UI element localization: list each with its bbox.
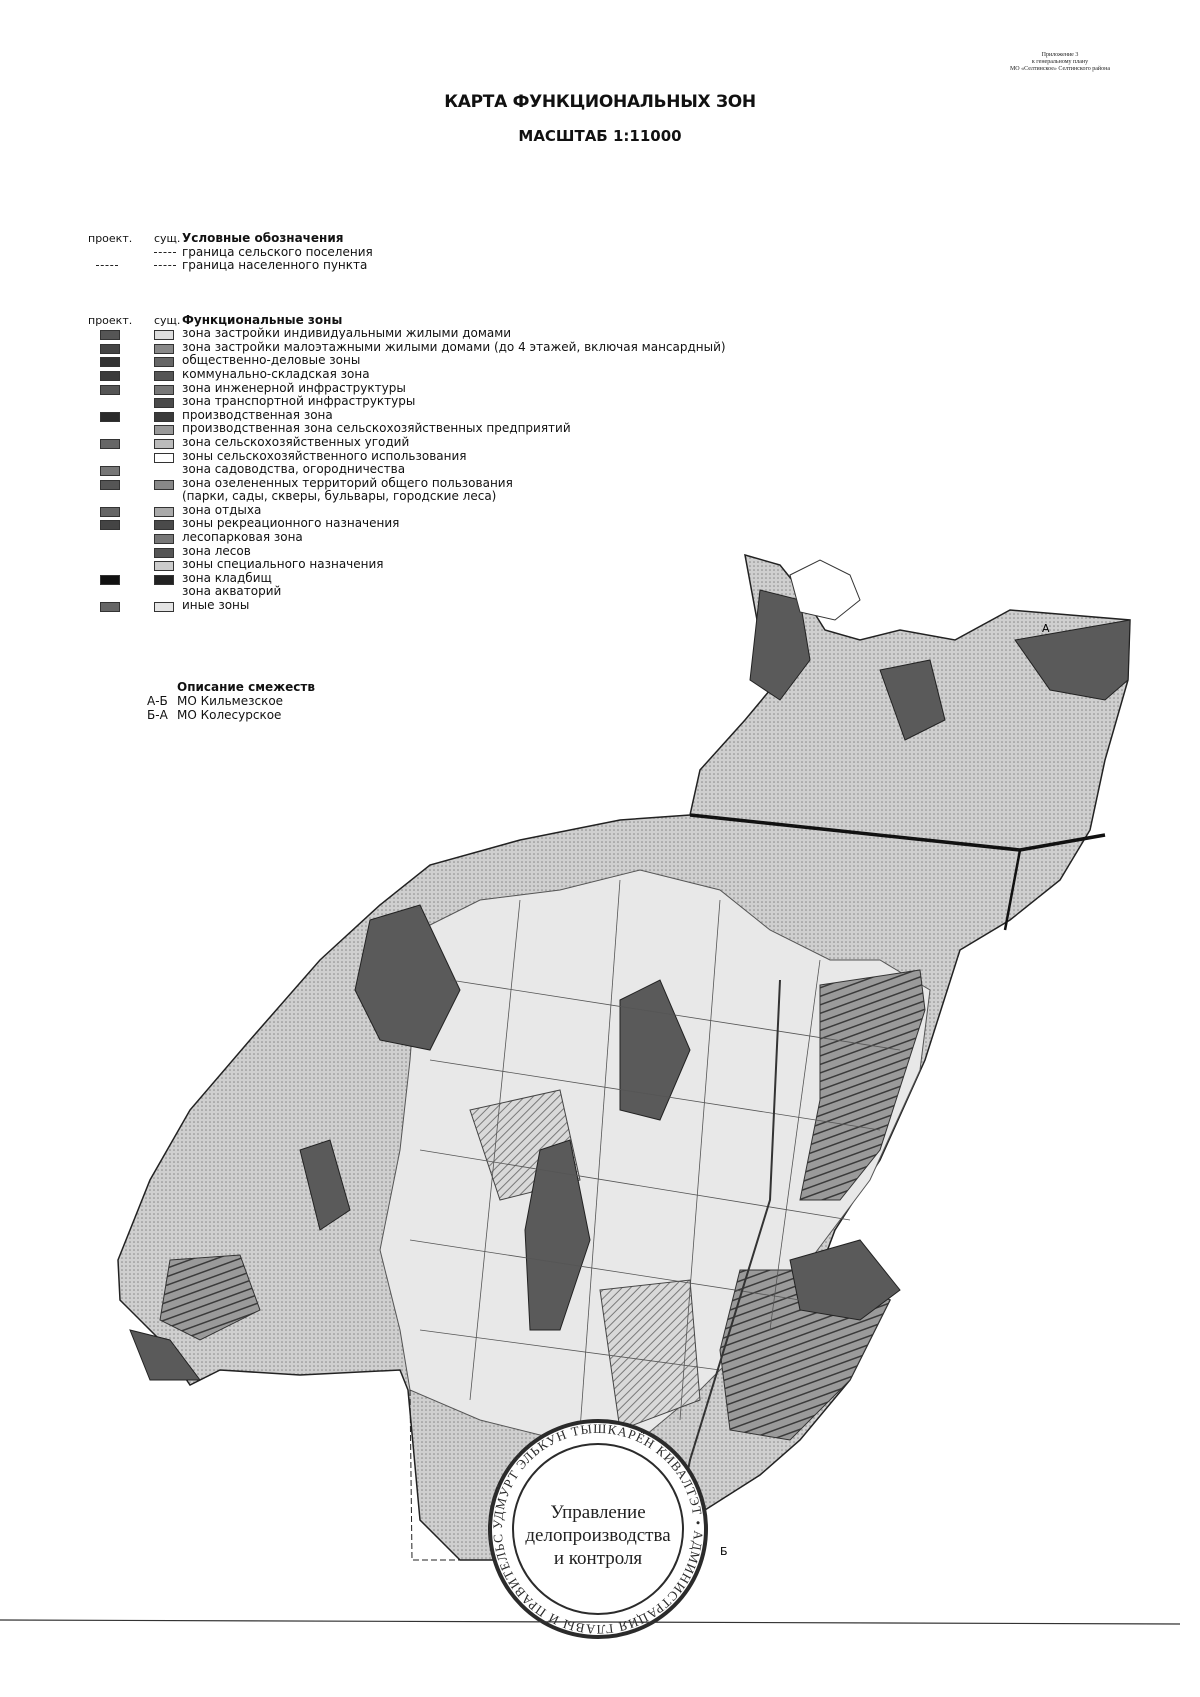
map-title: КАРТА ФУНКЦИОНАЛЬНЫХ ЗОН [444,92,756,112]
swatch-icon [154,561,174,572]
legend-item-label: зона кладбищ [182,570,272,585]
legend-boundaries-title: Условные обозначения [182,231,344,245]
seal-center-line: и контроля [554,1548,643,1569]
legend-item-label: граница населенного пункта [182,258,368,273]
legend-item-label: общественно-деловые зоны [182,353,361,368]
forest-zone [129,1329,201,1381]
swatch-icon [154,343,174,354]
forest-zone [354,904,461,1051]
hatch-swatch-icon [100,520,120,531]
swatch-icon [154,534,174,545]
residential-striped-zone [799,969,926,1201]
legend-col-existing: сущ. [154,232,181,245]
hatch-swatch-icon [100,438,120,449]
forest-zone [789,1239,901,1321]
swatch-icon [154,398,174,409]
legend-item-label: зоны рекреационного назначения [182,516,400,531]
map-scale: МАСШТАБ 1:11000 [518,127,682,145]
adjacency-row: Б-А МО Колесурское [147,708,315,722]
legend-item-label: зона застройки малоэтажными жилыми домам… [182,339,726,354]
locality-boundary [409,1389,560,1561]
locality-boundary-project-line-icon [96,265,118,267]
legend-item-label: зоны специального назначения [182,557,384,572]
seal-center-line: Управление [550,1502,645,1523]
bottom-rule [0,1619,1181,1625]
legend-item-label: коммунально-складская зона [182,366,370,381]
legend-col-project: проект. [88,232,133,245]
legend-item-label: зона садоводства, огородничества [182,462,406,477]
locality-boundary-line-icon [154,265,176,267]
legend-item-label: (парки, сады, скверы, бульвары, городски… [182,489,497,504]
forest-zone [524,1139,591,1331]
adjacency-code: Б-А [147,708,168,722]
hatch-swatch-icon [100,330,120,341]
hatch-swatch-icon [100,466,120,477]
forest-zone [299,1139,351,1231]
legend-item-label: зона лесов [182,543,251,558]
swatch-icon [154,370,174,381]
residential-striped-zone [159,1254,261,1341]
appendix-line: к генеральному плану [1031,59,1089,65]
swatch-icon [154,330,174,341]
appendix-note: Приложение 3 к генеральному плану МО «Се… [960,52,1160,73]
swatch-icon [154,506,174,517]
swatch-icon [154,384,174,395]
hatch-swatch-icon [100,357,120,368]
adjacency-block: Описание смежеств А-Б МО Кильмезское Б-А М… [147,680,315,722]
secondary-road [1003,849,1022,931]
appendix-line: Приложение 3 [1041,52,1079,58]
legend-item-label: зона транспортной инфраструктуры [182,394,416,409]
legend-item-label: зона отдыха [182,502,262,517]
adjacency-title: Описание смежеств [177,680,315,694]
swatch-icon [154,452,174,463]
legend-item-label: граница сельского поселения [182,244,373,259]
swatch-icon [154,574,174,585]
hatch-swatch-icon [100,411,120,422]
legend-item-label: производственная зона сельскохозяйственн… [182,421,571,436]
hatch-swatch-icon [100,602,120,613]
hatch-swatch-icon [100,343,120,354]
adjacency-code: А-Б [147,694,168,708]
settlement-boundary-line-icon [154,251,176,253]
swatch-icon [154,438,174,449]
forest-zone [1014,619,1131,701]
adjacency-name: МО Колесурское [177,708,282,722]
street-grid [409,879,901,1431]
hatch-swatch-icon [100,370,120,381]
adjacency-row: А-Б МО Кильмезское [147,694,315,708]
water-body [789,559,861,621]
legend-zones-title: Функциональные зоны [182,312,343,327]
legend-item-label: зоны сельскохозяйственного использования [182,448,467,463]
hatch-swatch-icon [100,506,120,517]
legend-col-existing: сущ. [154,313,181,327]
forest-zone [749,589,811,701]
legend-col-project: проект. [88,313,133,327]
swatch-icon [154,520,174,531]
hatch-swatch-icon [100,384,120,395]
legend-item-label: зона инженерной инфраструктуры [182,380,406,395]
seal-center-line: делопроизводства [525,1525,671,1546]
swatch-icon [154,425,174,436]
legend-item-label: лесопарковая зона [182,530,303,545]
swatch-icon [154,479,174,490]
boundary-point-a: А [1042,622,1050,635]
hatch-swatch-icon [100,574,120,585]
legend-item-label: зона сельскохозяйственных угодий [182,434,410,449]
swatch-icon [154,547,174,558]
hatch-swatch-icon [100,479,120,490]
legend-item-label: производственная зона [182,407,333,422]
legend-item-label: зона застройки индивидуальными жилыми до… [182,326,512,341]
swatch-icon [154,357,174,368]
adjacency-name: МО Кильмезское [177,694,284,708]
forest-zone [879,659,946,741]
appendix-line: МО «Селтинское» Селтинского района [1009,66,1111,72]
legend-item-label: зона акваторий [182,584,282,599]
swatch-icon [154,602,174,613]
swatch-icon [154,411,174,422]
legend-item-label: иные зоны [182,598,250,613]
boundary-point-b: Б [720,1545,728,1558]
legend-item-label: зона озелененных территорий общего польз… [182,475,513,490]
hatched-zone [599,1279,701,1431]
